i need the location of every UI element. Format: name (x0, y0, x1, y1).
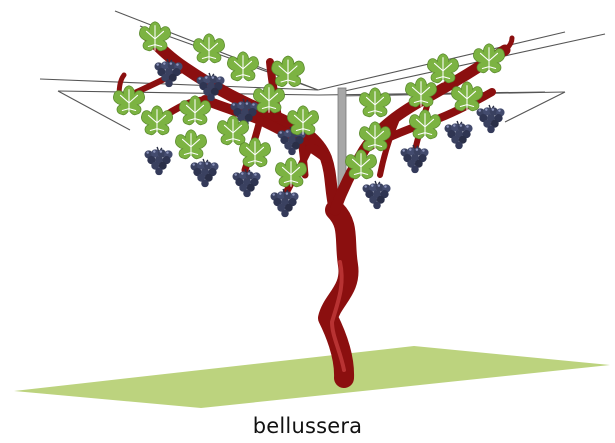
grape-cluster-icon (271, 189, 299, 217)
grape-cluster-icon (477, 105, 505, 133)
grape-cluster-icon (233, 169, 261, 197)
ground-plane (14, 346, 610, 408)
grape-leaf-icon (272, 56, 305, 87)
diagram-caption: bellussera (0, 414, 615, 438)
grape-cluster-icon (363, 181, 391, 209)
grape-leaf-icon (139, 22, 170, 51)
grape-cluster-icon (445, 121, 473, 149)
grape-leaf-icon (405, 78, 436, 107)
grape-leaf-icon (359, 88, 390, 117)
grape-cluster-icon (145, 147, 173, 175)
grape-leaf-icon (193, 34, 224, 63)
grape-leaf-icon (345, 150, 376, 179)
grape-leaves (113, 22, 504, 187)
grape-cluster-icon (401, 145, 429, 173)
grape-leaf-icon (175, 130, 206, 159)
grape-cluster-icon (191, 159, 219, 187)
grape-leaf-icon (287, 106, 318, 135)
grape-leaf-icon (409, 110, 440, 139)
